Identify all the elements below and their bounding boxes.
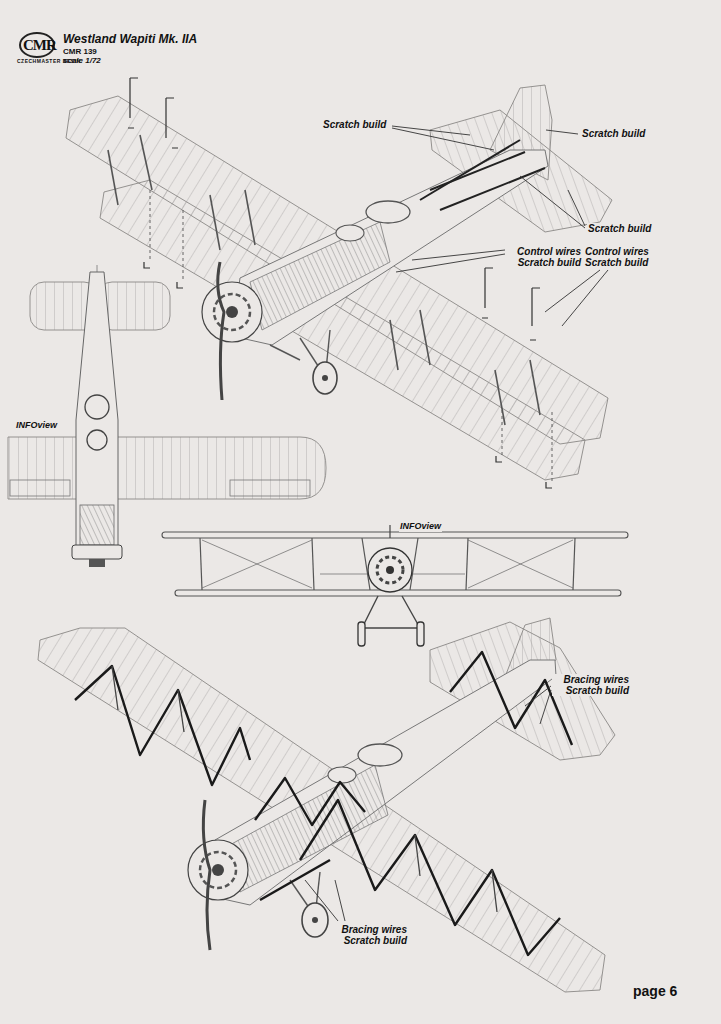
kit-number: CMR 139 [62,48,98,57]
view-label: INFOview [15,421,58,431]
part-note: Scratch build [581,128,646,139]
page-number: page 6 [632,984,678,999]
sheet-title: Westland Wapiti Mk. IIA [62,33,198,46]
view-label: INFOview [399,522,442,532]
part-note: Control wires Scratch build [506,246,582,268]
maker-logo: CMR [22,37,57,54]
kit-scale: scale 1/72 [62,57,102,66]
part-note: Scratch build [587,223,652,234]
part-note: Bracing wires Scratch build [552,674,630,696]
part-note: Control wires Scratch build [584,246,660,268]
part-note: Bracing wires Scratch build [330,924,408,946]
part-note: Scratch build [322,119,387,130]
